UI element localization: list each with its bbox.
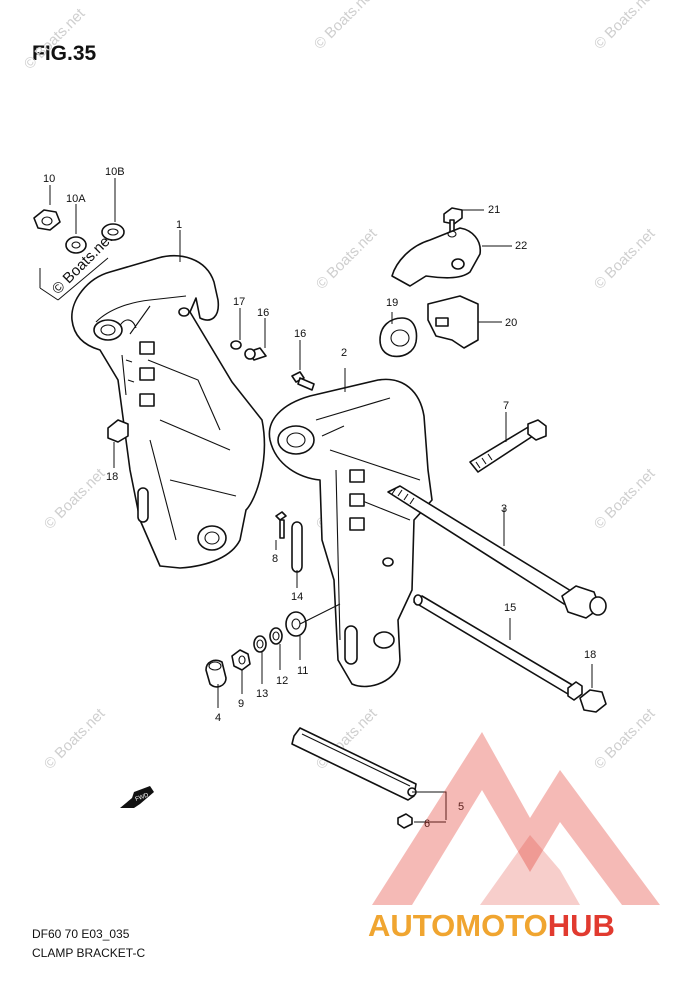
tube-15 bbox=[413, 594, 583, 701]
strap-5 bbox=[291, 727, 447, 829]
nut-18-left bbox=[107, 419, 129, 468]
callout-7: 7 bbox=[503, 400, 509, 412]
small-parts-17-16 bbox=[230, 308, 267, 361]
watermark: © Boats.net bbox=[311, 0, 379, 53]
callout-22: 22 bbox=[515, 240, 527, 252]
figure-title: FIG.35 bbox=[32, 42, 97, 65]
watermark: © Boats.net bbox=[591, 705, 659, 773]
tilt-tube-3 bbox=[387, 485, 607, 619]
watermark: © Boats.net bbox=[41, 705, 109, 773]
upper-right-parts bbox=[379, 207, 512, 358]
callout-21: 21 bbox=[488, 204, 500, 216]
callout-13: 13 bbox=[256, 688, 268, 700]
callout-8: 8 bbox=[272, 553, 278, 565]
callout-20: 20 bbox=[505, 317, 517, 329]
drawing-caption: CLAMP BRACKET-C bbox=[32, 946, 146, 960]
bolt-16 bbox=[291, 340, 315, 391]
swivel-bracket-2 bbox=[268, 368, 433, 688]
callout-18b: 18 bbox=[584, 649, 596, 661]
watermark: © Boats.net bbox=[591, 465, 659, 533]
bolt-7 bbox=[469, 412, 547, 473]
watermark: © Boats.net bbox=[313, 225, 381, 293]
fwd-label: FWD bbox=[135, 792, 151, 803]
nut-18-right bbox=[579, 664, 607, 713]
callout-11: 11 bbox=[297, 665, 308, 677]
callout-1: 1 bbox=[176, 219, 182, 231]
watermark: © Boats.net bbox=[591, 225, 659, 293]
logo-prefix: AUTOMOTOHUB bbox=[368, 908, 615, 943]
clamp-bracket-1 bbox=[71, 230, 266, 569]
callout-19: 19 bbox=[386, 297, 398, 309]
callout-16a: 16 bbox=[257, 307, 269, 319]
callout-14: 14 bbox=[291, 591, 303, 603]
callout-5: 5 bbox=[458, 801, 464, 813]
callout-12: 12 bbox=[276, 675, 288, 687]
watermark: © Boats.net bbox=[41, 465, 109, 533]
callout-18a: 18 bbox=[106, 471, 118, 483]
nut-set-10 bbox=[33, 178, 125, 301]
callout-10b: 10B bbox=[105, 166, 125, 178]
watermark: © Boats.net bbox=[591, 0, 659, 53]
watermark: © Boats.net bbox=[21, 5, 89, 73]
callout-17: 17 bbox=[233, 296, 245, 308]
callout-10: 10 bbox=[43, 173, 55, 185]
callout-4: 4 bbox=[215, 712, 221, 724]
drawing-code: DF60 70 E03_035 bbox=[32, 927, 130, 941]
pin-clip bbox=[275, 511, 303, 588]
callout-3: 3 bbox=[501, 503, 507, 515]
callout-labels: 10 10A 10B 1 17 16 18 16 2 21 22 19 20 7… bbox=[43, 166, 596, 830]
callout-16b: 16 bbox=[294, 328, 306, 340]
callout-10a: 10A bbox=[66, 193, 86, 205]
callout-6: 6 bbox=[424, 818, 430, 830]
callout-2: 2 bbox=[341, 347, 347, 359]
automotohub-logo: AUTOMOTOHUB bbox=[368, 732, 660, 943]
washer-stack bbox=[205, 603, 341, 708]
callout-15: 15 bbox=[504, 602, 516, 614]
callout-9: 9 bbox=[238, 698, 244, 710]
fwd-arrow: FWD bbox=[120, 786, 154, 808]
